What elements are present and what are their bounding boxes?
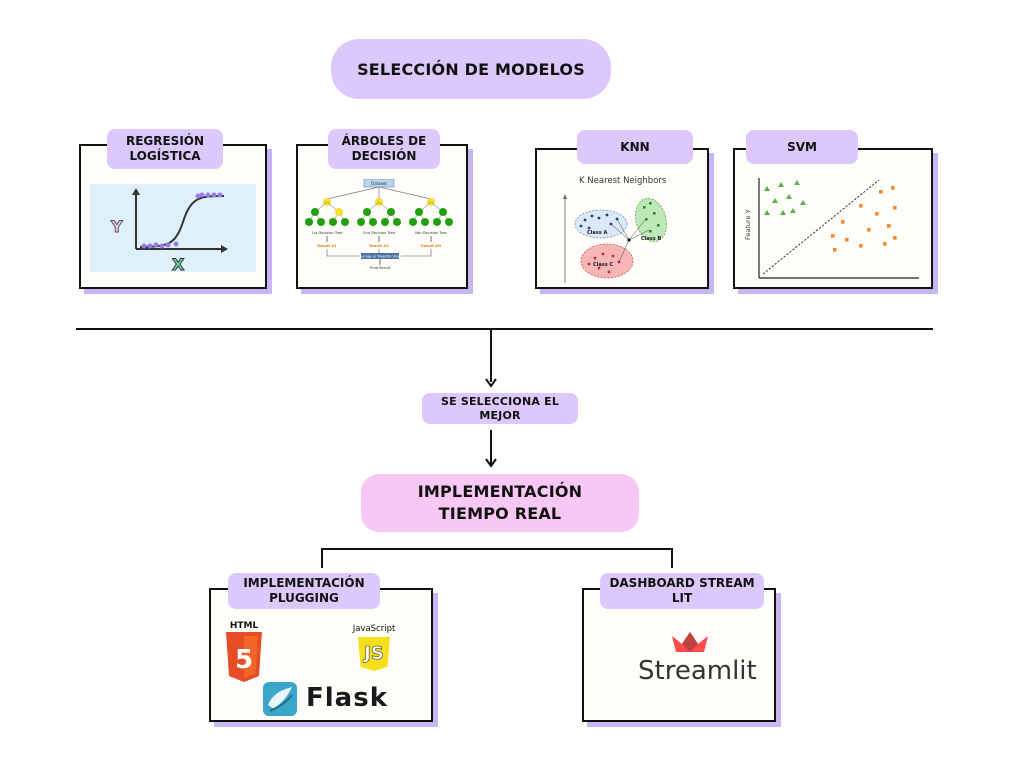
- branch-horizontal: [321, 548, 673, 550]
- streamlit-logo: [624, 616, 774, 716]
- svm-label: SVM: [746, 130, 858, 164]
- knn-label: KNN: [577, 130, 693, 164]
- arrow-shaft-middle: [490, 430, 492, 464]
- knn-card: K Nearest Neighbors Class A Class B Clas…: [535, 148, 709, 289]
- knn-illustration: Class A Class B Class C: [563, 194, 667, 283]
- tree-2-caption: 2nd Decision Tree: [363, 231, 396, 235]
- decision-trees-card: Dataset 1st Decision Tree 2nd Decision T…: [296, 144, 468, 289]
- logistic-regression-illustration: [90, 184, 256, 272]
- html5-logo: HTML 5: [226, 621, 262, 682]
- realtime-implementation-pill: IMPLEMENTACIÓN TIEMPO REAL: [361, 474, 639, 532]
- random-forest-illustration: Dataset 1st Decision Tree 2nd Decision T…: [305, 179, 453, 270]
- horizontal-divider: [76, 328, 933, 330]
- class-a-label: Class A: [587, 230, 607, 236]
- flask-icon: [263, 682, 297, 716]
- result-n-label: Result #N: [421, 244, 441, 248]
- plugin-implementation-label: IMPLEMENTACIÓN PLUGGING: [228, 573, 380, 609]
- svm-illustration: Feature Y: [744, 178, 919, 279]
- axis-x-label: X: [171, 255, 185, 275]
- javascript-caption: JavaScript: [352, 624, 396, 634]
- section-title: SELECCIÓN DE MODELOS: [331, 39, 611, 99]
- streamlit-dashboard-card: Streamlit: [582, 588, 776, 722]
- decision-tree-n: [409, 198, 453, 226]
- branch-left: [321, 548, 323, 568]
- axis-y-label: Y: [111, 217, 124, 237]
- result-1-label: Result #1: [317, 244, 337, 248]
- js-badge: JS: [358, 637, 390, 671]
- decision-trees-label: ÁRBOLES DE DECISIÓN: [328, 129, 440, 169]
- logistic-regression-label: REGRESIÓN LOGÍSTICA: [107, 129, 223, 169]
- decision-tree-2: [357, 198, 401, 226]
- knn-chart-title: K Nearest Neighbors: [579, 176, 667, 186]
- class-b-label: Class B: [641, 236, 661, 242]
- arrow-shaft-top: [490, 330, 492, 382]
- html-logo-text: HTML: [230, 621, 259, 631]
- select-best-pill: SE SELECCIONA EL MEJOR: [422, 393, 578, 424]
- vote-box-label: Average or Majority Votes: [358, 255, 402, 259]
- flask-logo: Flask: [262, 681, 387, 717]
- plugin-implementation-card: HTML 5 JavaScript JS Flask: [209, 588, 433, 722]
- tree-n-caption: Nth Decision Tree: [415, 231, 447, 235]
- final-result-label: Final Result: [370, 266, 391, 270]
- svg-text:5: 5: [235, 645, 253, 675]
- result-2-label: Result #2: [369, 244, 389, 248]
- arrow-down-icon: [485, 458, 497, 468]
- tree-1-caption: 1st Decision Tree: [312, 231, 343, 235]
- flask-wordmark: Flask: [306, 683, 388, 713]
- decision-tree-1: [305, 198, 349, 226]
- class-c-label: Class C: [593, 262, 613, 268]
- branch-right: [671, 548, 673, 568]
- svm-axis-y-label: Feature Y: [744, 209, 752, 240]
- arrow-down-icon: [485, 378, 497, 388]
- streamlit-crown-icon: [672, 632, 708, 652]
- streamlit-wordmark: Streamlit: [638, 656, 757, 686]
- streamlit-dashboard-label: DASHBOARD STREAM LIT: [600, 573, 764, 609]
- javascript-logo: JavaScript JS: [351, 624, 397, 674]
- svm-card: Feature Y: [733, 148, 933, 289]
- dataset-node-label: Dataset: [371, 181, 387, 186]
